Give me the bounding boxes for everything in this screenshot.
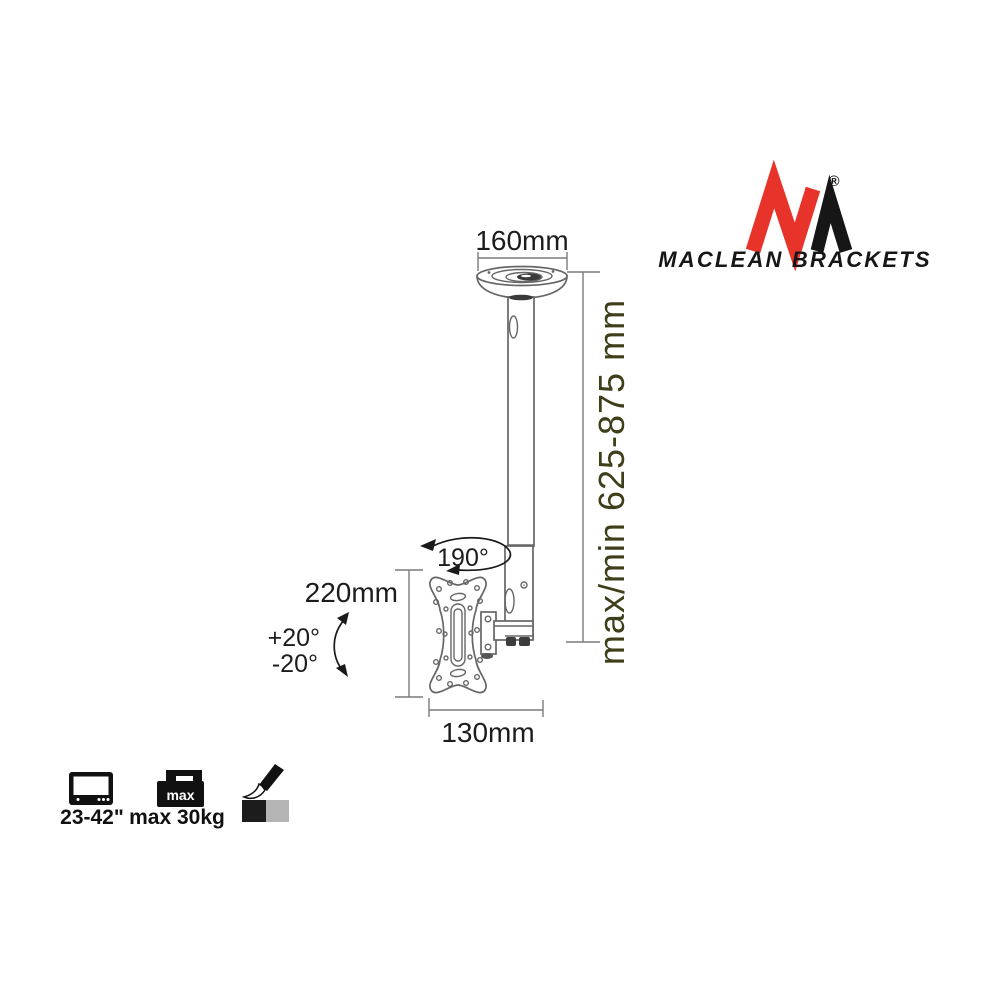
logo-black-peak [810, 174, 853, 253]
small-screw-icon [520, 581, 528, 589]
upper-pole-tube [507, 296, 535, 547]
brush-bristles [241, 782, 266, 800]
dim-label-130mm: 130mm [441, 717, 534, 748]
screw-hole [468, 630, 474, 636]
logo-red-m [745, 159, 821, 272]
finish-spec [241, 764, 289, 822]
screw-hole [463, 579, 470, 586]
screw-hole [474, 585, 481, 592]
dim-label-220mm: 220mm [305, 577, 398, 608]
brand-name: MACLEAN BRACKETS [658, 247, 932, 272]
sleeve-slot [504, 588, 515, 614]
screw-hole [433, 659, 440, 666]
tv-icon [69, 772, 113, 805]
screw-hole [477, 598, 484, 605]
vesa-center-slot-outer [450, 603, 466, 667]
tv-led [97, 798, 101, 801]
tv-screen [73, 776, 109, 795]
screen-size-spec: 23-42" [60, 772, 124, 829]
dim-ceiling-plate-width: 160mm [475, 225, 569, 271]
vesa-plate-body [429, 576, 487, 694]
screw-hole [474, 674, 481, 681]
screw-hole [436, 675, 443, 682]
arrowhead-icon [446, 564, 460, 575]
pole-end-cap [519, 637, 530, 646]
screw-hole [433, 599, 440, 606]
screw-hole [467, 605, 473, 611]
pole-adjustment-slot [508, 315, 519, 339]
tilt-annotation: +20° -20° [268, 612, 349, 678]
weight-badge-label: max [166, 787, 194, 803]
brush-handle [259, 764, 284, 791]
tv-led [102, 798, 105, 801]
brand-logo: ® MACLEAN BRACKETS [658, 148, 932, 283]
mount-drawing [429, 265, 568, 694]
screw-hole [474, 627, 481, 634]
rim-screw-hole [487, 271, 491, 274]
paintbrush-icon [241, 764, 284, 800]
vesa-oval-slot-bottom [449, 668, 467, 678]
small-screw-center [523, 584, 525, 586]
dim-label-swivel: 190° [437, 544, 489, 572]
dim-plate-height: 220mm [305, 569, 423, 698]
arm-screw-icon [484, 615, 492, 623]
weight-body [157, 781, 204, 807]
arrowhead-icon [420, 539, 436, 551]
screw-hole [443, 655, 449, 661]
max-weight-label: max 30kg [129, 806, 225, 829]
dim-plate-width: 130mm [428, 698, 544, 748]
vesa-plate [429, 576, 487, 694]
screw-hole [467, 654, 473, 660]
ceiling-plate-hub-ring [505, 271, 543, 283]
screw-hole [443, 606, 449, 612]
screw-hole [436, 586, 443, 593]
screw-hole [447, 681, 454, 688]
screw-hole [442, 631, 448, 637]
weight-spec: max max 30kg [129, 770, 225, 829]
screw-hole [436, 628, 443, 635]
screw-hole [477, 657, 484, 664]
weight-handle [166, 770, 202, 781]
pole-collar [509, 294, 533, 301]
swivel-arrow-icon [432, 536, 512, 572]
mounting-arm [480, 611, 534, 659]
rim-screw-hole [551, 270, 555, 273]
swivel-annotation: 190° [420, 536, 512, 575]
ceiling-plate-inner-ring [491, 268, 553, 284]
arrowhead-icon [336, 664, 348, 677]
color-swatch-gray [266, 800, 289, 822]
dim-label-height-range: max/min 625-875 mm [591, 299, 632, 665]
registered-trademark-icon: ® [828, 173, 839, 190]
tv-led [76, 798, 80, 801]
weight-handle-gap [176, 776, 193, 783]
arm-bracket-foot [481, 653, 493, 659]
vesa-holes [433, 579, 484, 688]
dim-label-160mm: 160mm [475, 225, 568, 256]
ceiling-plate [476, 265, 568, 299]
vesa-oval-slot-top [449, 592, 467, 602]
dim-label-tilt-up: +20° [268, 624, 320, 652]
vesa-center-slot-inner [453, 608, 463, 662]
pole-end-cap [506, 637, 516, 646]
dim-height-range: max/min 625-875 mm [566, 271, 632, 665]
tv-led [106, 798, 110, 801]
color-swatch-black [242, 800, 266, 822]
screw-hole [447, 580, 454, 587]
tilt-arrow-icon [333, 618, 346, 672]
ceiling-plate-hub-slot [521, 274, 531, 278]
screw-hole [463, 680, 470, 687]
arrowhead-icon [337, 612, 349, 625]
spec-icons-row: 23-42" max max 30kg [60, 764, 289, 829]
dimension-annotations: 160mm max/min 625-875 mm 190° 220mm [268, 225, 632, 748]
arm-screw-icon [484, 643, 492, 651]
screen-size-label: 23-42" [60, 806, 124, 829]
upper-pole [507, 294, 535, 547]
dim-label-tilt-down: -20° [272, 650, 318, 678]
weight-icon: max [157, 770, 204, 807]
